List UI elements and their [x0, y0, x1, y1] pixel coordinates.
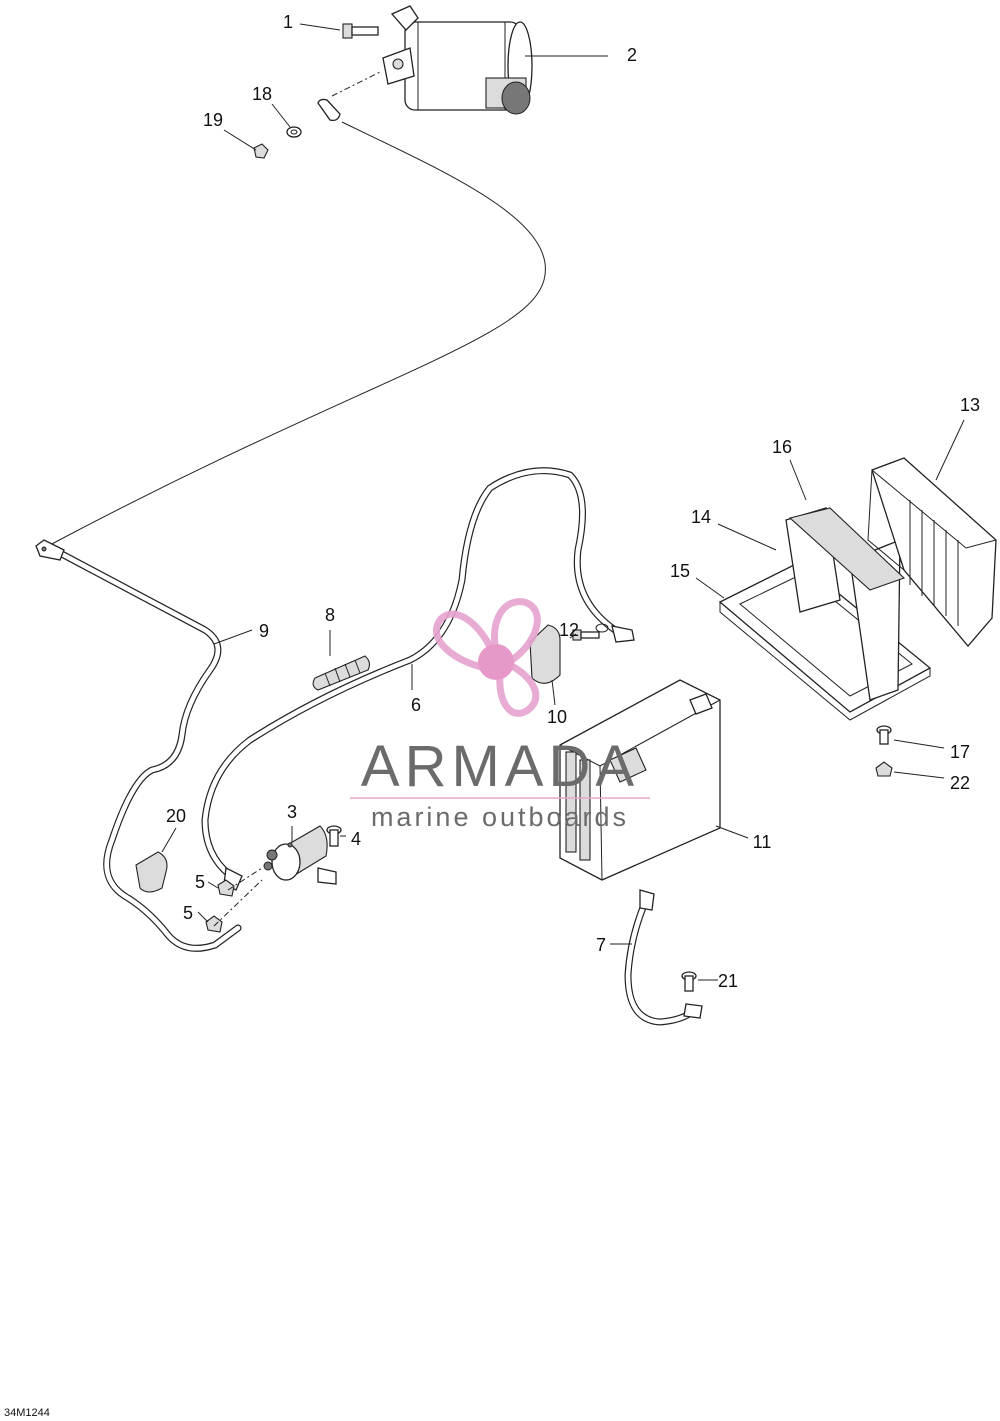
armada-propeller-logo — [433, 598, 541, 717]
callout-13: 13 — [960, 395, 980, 415]
callout-17: 17 — [950, 742, 970, 762]
callout-3: 3 — [287, 802, 297, 822]
leader-lines — [161, 23, 965, 981]
bolt-21 — [681, 971, 697, 992]
watermark-tagline: marine outboards — [371, 802, 629, 832]
callout-12: 12 — [559, 620, 579, 640]
figure-code: 34M1244 — [4, 1407, 50, 1419]
callout-11: 11 — [753, 832, 772, 852]
starter-wire — [47, 121, 546, 547]
callout-9: 9 — [259, 621, 269, 641]
callout-5a: 5 — [195, 872, 205, 892]
callouts: 1 2 3 4 5 5 6 7 8 9 10 11 12 13 14 15 16… — [166, 12, 980, 991]
bolt-17 — [876, 725, 892, 745]
nut-5b — [205, 915, 223, 933]
nut-22 — [875, 761, 893, 777]
starter-solenoid — [263, 825, 337, 885]
callout-14: 14 — [691, 507, 711, 527]
callout-18: 18 — [252, 84, 272, 104]
terminal-cover-10 — [529, 624, 561, 684]
callout-22: 22 — [950, 773, 970, 793]
starter-motor — [382, 5, 533, 115]
bolt-4 — [326, 825, 342, 847]
callout-1: 1 — [283, 12, 293, 32]
callout-19: 19 — [203, 110, 223, 130]
callout-4: 4 — [351, 829, 361, 849]
callout-16: 16 — [772, 437, 792, 457]
cable-lug-starter — [317, 98, 341, 122]
protective-sleeve-8 — [312, 655, 371, 691]
callout-21: 21 — [718, 971, 738, 991]
ground-cable-7 — [624, 889, 703, 1026]
callout-20: 20 — [166, 806, 186, 826]
callout-2: 2 — [627, 45, 637, 65]
battery-cover-13 — [867, 457, 997, 648]
callout-8: 8 — [325, 605, 335, 625]
armada-watermark: ARMADA marine outboards — [350, 598, 650, 832]
callout-10: 10 — [547, 707, 567, 727]
battery — [559, 679, 721, 881]
cable-9 — [35, 539, 242, 952]
callout-5b: 5 — [183, 903, 193, 923]
battery-strap-16 — [788, 507, 906, 591]
nut-5a — [217, 879, 235, 897]
callout-15: 15 — [670, 561, 690, 581]
callout-6: 6 — [411, 695, 421, 715]
callout-7: 7 — [596, 935, 606, 955]
nut-19 — [253, 143, 269, 159]
watermark-brand: ARMADA — [361, 734, 639, 799]
bolt-1 — [342, 23, 379, 39]
washer-18 — [286, 126, 302, 138]
screw-12 — [572, 623, 609, 641]
terminal-boot-20 — [135, 851, 168, 893]
cable-6 — [201, 467, 635, 891]
